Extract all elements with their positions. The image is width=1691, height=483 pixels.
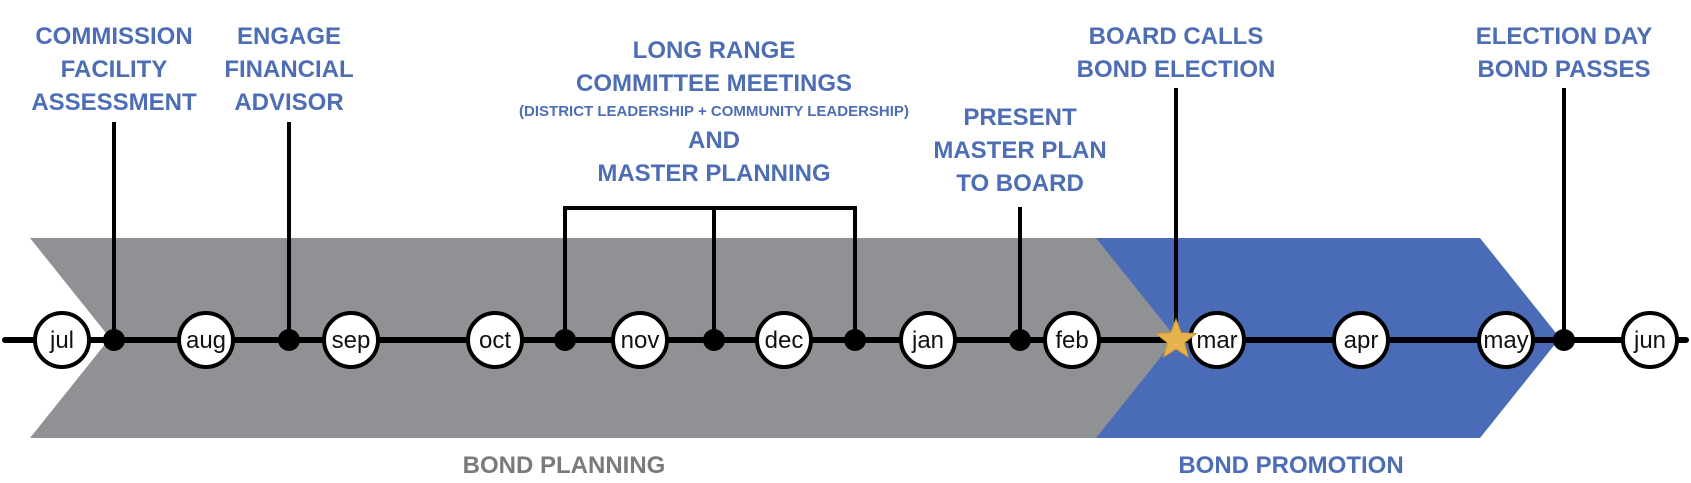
commission-dot: [103, 329, 125, 351]
month-marker: aug: [177, 311, 235, 369]
month-marker: may: [1477, 311, 1535, 369]
month-marker: jun: [1621, 311, 1679, 369]
committee-note: (DISTRICT LEADERSHIP + COMMUNITY LEADERS…: [519, 103, 909, 120]
month-label: jul: [49, 327, 74, 354]
label-line: ASSESSMENT: [31, 89, 197, 116]
label-line: MASTER PLAN: [933, 137, 1107, 164]
election-day-label: ELECTION DAY BOND PASSES: [1459, 20, 1669, 86]
month-label: mar: [1196, 327, 1237, 354]
month-label: apr: [1344, 327, 1379, 354]
month-marker: oct: [466, 311, 524, 369]
month-label: sep: [332, 327, 371, 354]
month-label: jan: [911, 327, 944, 354]
label-line: BOND PASSES: [1477, 56, 1651, 83]
month-marker: mar: [1188, 311, 1246, 369]
label-line: BOARD CALLS: [1088, 23, 1264, 50]
month-label: nov: [621, 327, 660, 354]
star-icon: [1154, 317, 1198, 359]
engage-advisor-label: ENGAGE FINANCIAL ADVISOR: [209, 20, 369, 119]
committee-mid-dot: [703, 329, 725, 351]
month-marker: apr: [1332, 311, 1390, 369]
election-dot: [1553, 329, 1575, 351]
milestone-dots: [103, 329, 1575, 351]
label-line: PRESENT: [963, 104, 1077, 131]
bond-planning-label: BOND PLANNING: [462, 452, 666, 479]
label-line: COMMISSION: [35, 23, 193, 50]
month-marker: nov: [611, 311, 669, 369]
month-label: dec: [765, 327, 804, 354]
present-master-plan-label: PRESENT MASTER PLAN TO BOARD: [930, 101, 1110, 200]
month-label: may: [1483, 327, 1528, 354]
month-marker: feb: [1043, 311, 1101, 369]
month-label: oct: [479, 327, 511, 354]
month-label: aug: [186, 327, 226, 354]
committee-end-dot: [844, 329, 866, 351]
month-marker: jan: [899, 311, 957, 369]
label-line: ENGAGE: [236, 23, 341, 50]
label-line: AND: [688, 127, 740, 154]
label-line: LONG RANGE: [632, 37, 796, 64]
month-label: jun: [1633, 327, 1666, 354]
label-line: ADVISOR: [234, 89, 344, 116]
board-calls-election-label: BOARD CALLS BOND ELECTION: [1066, 20, 1286, 86]
month-marker: jul: [33, 311, 91, 369]
bond-promotion-label: BOND PROMOTION: [1178, 452, 1404, 479]
month-marker: sep: [322, 311, 380, 369]
label-line: COMMITTEE MEETINGS: [576, 70, 852, 97]
label-line: MASTER PLANNING: [597, 160, 831, 187]
engage-dot: [278, 329, 300, 351]
month-marker: dec: [755, 311, 813, 369]
committee-bracket: [563, 206, 857, 340]
commission-assessment-label: COMMISSION FACILITY ASSESSMENT: [24, 20, 204, 119]
present-dot: [1009, 329, 1031, 351]
label-line: TO BOARD: [956, 170, 1084, 197]
long-range-committee-label: LONG RANGE COMMITTEE MEETINGS (DISTRICT …: [494, 34, 934, 190]
label-line: FACILITY: [60, 56, 168, 83]
label-line: FINANCIAL: [224, 56, 354, 83]
month-label: feb: [1055, 327, 1088, 354]
label-line: ELECTION DAY: [1475, 23, 1653, 50]
label-line: BOND ELECTION: [1076, 56, 1276, 83]
committee-start-dot: [554, 329, 576, 351]
